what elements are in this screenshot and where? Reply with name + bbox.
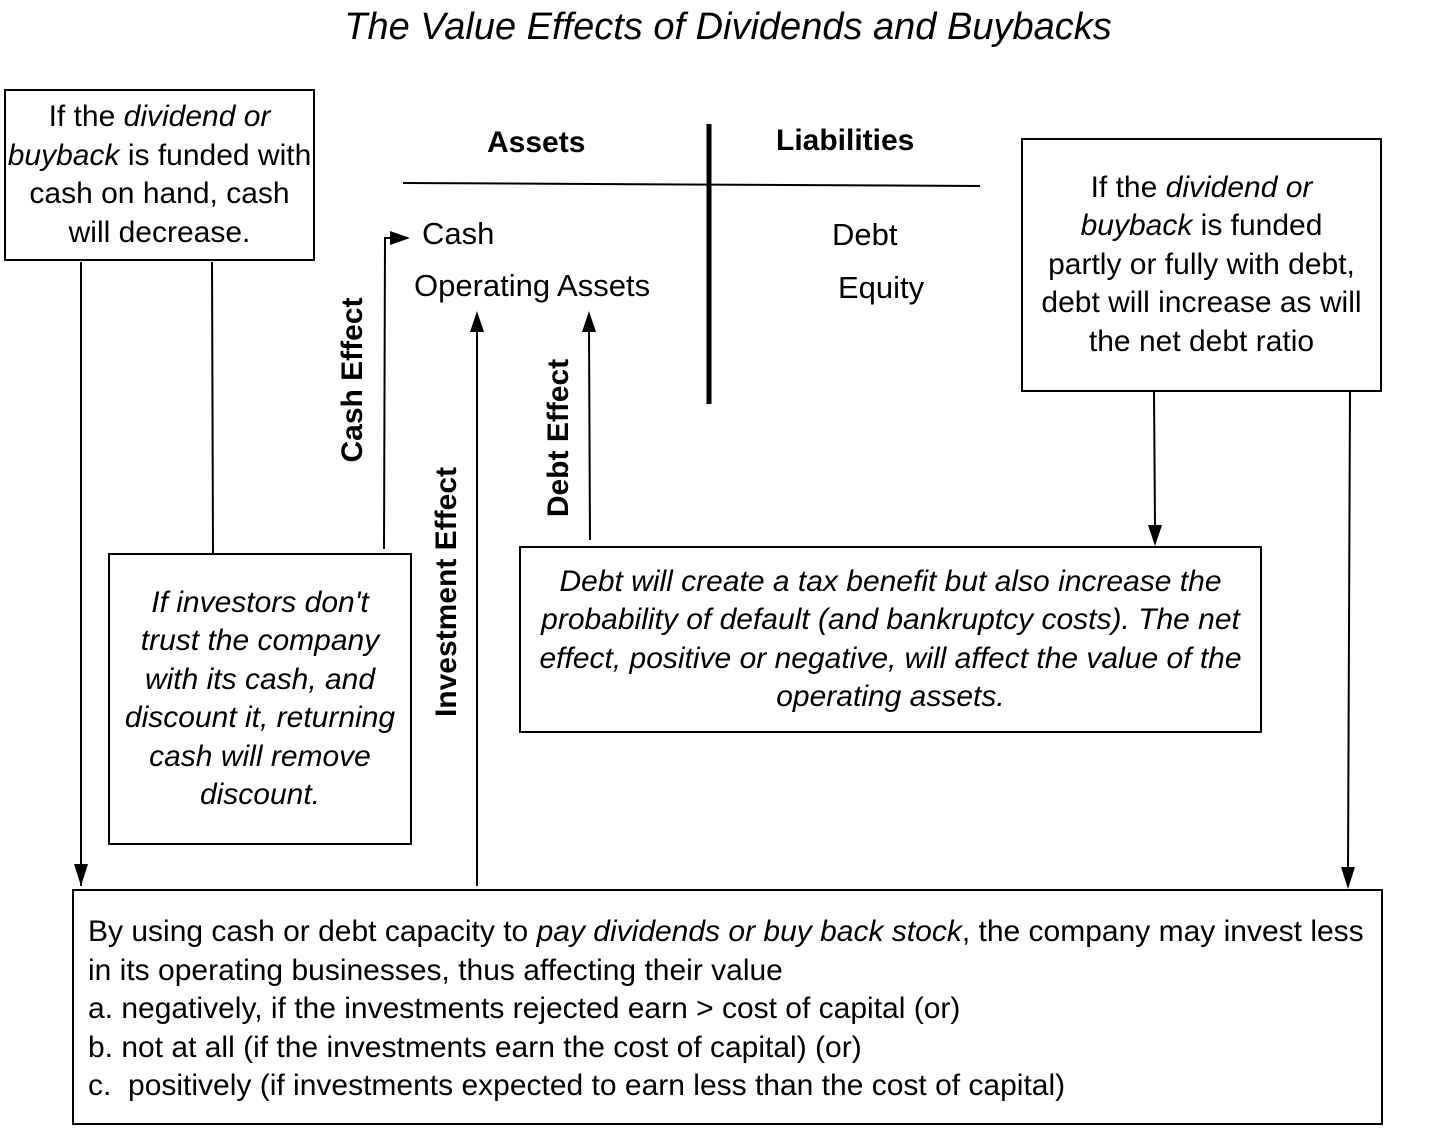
debt-effect-text: Debt will create a tax benefit but also … [539, 564, 1242, 714]
cash-on-hand-box: If the dividend or buyback is funded wit… [4, 89, 315, 261]
investment-effect-text: By using cash or debt capacity to pay di… [74, 891, 1381, 1106]
liability-debt: Debt [832, 217, 898, 252]
debt-funded-box: If the dividend or buyback is funded par… [1021, 138, 1382, 392]
bottom-item-a: a. negatively, if the investments reject… [88, 992, 961, 1025]
cash-on-hand-text: If the dividend or buyback is funded wit… [7, 100, 312, 249]
liabilities-header: Liabilities [776, 124, 915, 157]
debt-effect-arrow [588, 331, 591, 541]
bottom-item-b: b. not at all (if the investments earn t… [88, 1030, 862, 1064]
debt-effect-box: Debt will create a tax benefit but also … [519, 546, 1262, 733]
cash-effect-arrow [383, 237, 403, 550]
bottom-intro: By using cash or debt capacity to pay di… [88, 915, 1364, 987]
asset-cash: Cash [422, 216, 495, 251]
assets-header: Assets [487, 126, 586, 159]
debt-effect-label: Debt Effect [542, 358, 575, 518]
cash-effect-label: Cash Effect [336, 297, 369, 463]
investment-effect-box: By using cash or debt capacity to pay di… [72, 889, 1383, 1125]
debt-funded-text: If the dividend or buyback is funded par… [1041, 170, 1362, 358]
debt-box-to-bottom-arrow [1347, 391, 1351, 869]
t-account-horizontal-line [402, 182, 981, 187]
cash-box-to-trust-box-line [211, 261, 214, 554]
diagram-title: The Value Effects of Dividends and Buyba… [344, 6, 1112, 48]
asset-operating-assets: Operating Assets [414, 268, 651, 303]
liability-equity: Equity [838, 270, 925, 305]
debt-box-to-debt-effect-arrow [1153, 391, 1156, 527]
bottom-item-c: c. positively (if investments expected t… [88, 1069, 1066, 1102]
investor-trust-text: If investors don't trust the company wit… [124, 585, 396, 812]
investor-trust-box: If investors don't trust the company wit… [108, 553, 412, 845]
investment-effect-label: Investment Effect [430, 466, 463, 718]
